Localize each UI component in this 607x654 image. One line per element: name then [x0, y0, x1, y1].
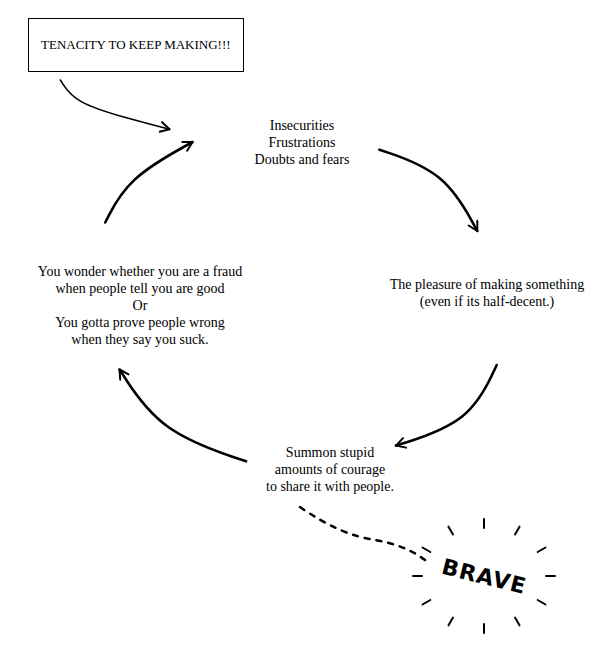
burst-stroke [449, 618, 454, 626]
cycle-arrow [60, 80, 169, 129]
step-text: The pleasure of making something (even i… [390, 276, 584, 310]
cycle-step: The pleasure of making something (even i… [390, 276, 584, 310]
dashed-leader [300, 507, 425, 560]
burst-stroke [423, 548, 431, 553]
burst-stroke [538, 600, 546, 605]
box-title: TENACITY TO KEEP MAKING!!! [41, 37, 231, 53]
cycle-arrow [379, 150, 477, 231]
cycle-arrow [120, 370, 247, 462]
burst-stroke [483, 624, 485, 633]
burst-stroke [423, 600, 431, 605]
cycle-arrow [105, 142, 192, 223]
starburst [413, 519, 555, 633]
cycle-step: You wonder whether you are a fraud when … [38, 263, 243, 348]
burst-stroke [515, 527, 520, 535]
cycle-arrow [396, 365, 497, 446]
burst-stroke [515, 618, 520, 626]
process-box: TENACITY TO KEEP MAKING!!! [28, 18, 244, 72]
step-text: Summon stupid amounts of courage to shar… [266, 444, 394, 495]
burst-stroke [413, 575, 422, 577]
burst-stroke [546, 575, 555, 577]
step-text: You wonder whether you are a fraud when … [38, 263, 243, 348]
burst-stroke [538, 548, 546, 553]
cycle-step: Summon stupid amounts of courage to shar… [266, 444, 394, 495]
step-text: Insecurities Frustrations Doubts and fea… [255, 117, 350, 168]
cycle-step: Insecurities Frustrations Doubts and fea… [255, 117, 350, 168]
burst-stroke [449, 527, 454, 535]
burst-stroke [483, 519, 485, 528]
brave-label: BRAVE [439, 553, 529, 598]
